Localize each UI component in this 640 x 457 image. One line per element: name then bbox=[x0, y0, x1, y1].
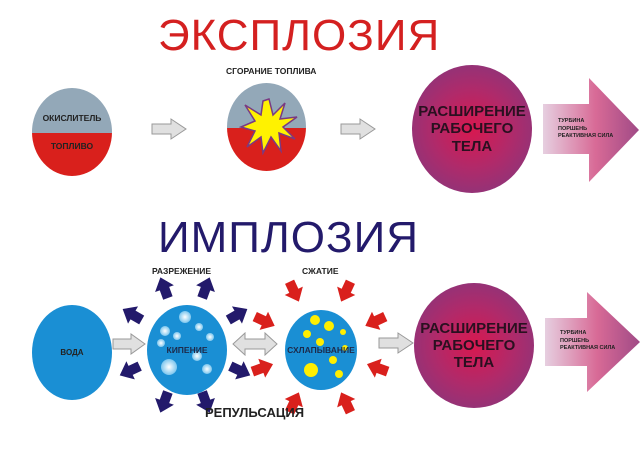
expansion-circle: РАСШИРЕНИЕ РАБОЧЕГО ТЕЛА bbox=[414, 283, 534, 408]
repulsation-caption: РЕПУЛЬСАЦИЯ bbox=[205, 405, 305, 420]
expansion-line3: ТЕЛА bbox=[453, 354, 495, 372]
output-line1: ТУРБИНА bbox=[560, 330, 587, 336]
explosion-burst-icon bbox=[239, 98, 298, 155]
output-line2: ПОРШЕНЬ bbox=[558, 125, 588, 132]
outward-arrows-icon bbox=[119, 277, 251, 413]
rarefaction-caption: РАЗРЕЖЕНИЕ bbox=[152, 266, 211, 276]
collapse-label: СХЛАПЫВАНИЕ bbox=[287, 345, 355, 355]
inward-arrows-icon bbox=[250, 279, 390, 415]
oxidizer-fuel-circle: ОКИСЛИТЕЛЬ ТОПЛИВО bbox=[32, 88, 112, 176]
output-text: ТУРБИНА ПОРШЕНЬ РЕАКТИВНАЯ СИЛА bbox=[560, 330, 615, 353]
double-arrow-icon bbox=[232, 332, 278, 356]
combustion-circle bbox=[227, 83, 306, 171]
boiling-circle: КИПЕНИЕ bbox=[147, 305, 227, 395]
gray-arrow-icon bbox=[151, 118, 187, 140]
combustion-caption: СГОРАНИЕ ТОПЛИВА bbox=[226, 66, 317, 76]
bubbles-icon bbox=[157, 311, 214, 375]
water-circle: ВОДА bbox=[32, 305, 112, 400]
oxidizer-half: ОКИСЛИТЕЛЬ bbox=[32, 88, 112, 133]
expansion-line1: РАСШИРЕНИЕ bbox=[418, 103, 526, 121]
expansion-line1: РАСШИРЕНИЕ bbox=[420, 319, 528, 337]
gray-arrow-icon bbox=[340, 118, 376, 140]
water-label: ВОДА bbox=[60, 348, 84, 357]
output-line2: ПОРШЕНЬ bbox=[560, 337, 590, 344]
gray-arrow-icon bbox=[378, 332, 414, 354]
output-line3: РЕАКТИВНАЯ СИЛА bbox=[560, 345, 616, 352]
output-line3: РЕАКТИВНАЯ СИЛА bbox=[558, 133, 614, 140]
output-line1: ТУРБИНА bbox=[558, 118, 585, 124]
stars-icon bbox=[303, 315, 348, 378]
expansion-circle: РАСШИРЕНИЕ РАБОЧЕГО ТЕЛА bbox=[412, 65, 532, 193]
expansion-line3: ТЕЛА bbox=[451, 137, 493, 155]
expansion-line2: РАБОЧЕГО bbox=[430, 120, 514, 138]
oxidizer-label: ОКИСЛИТЕЛЬ bbox=[42, 112, 102, 123]
compression-caption: СЖАТИЕ bbox=[302, 266, 339, 276]
fuel-half: ТОПЛИВО bbox=[32, 133, 112, 176]
output-arrow-icon bbox=[543, 78, 639, 182]
implosion-title: ИМПЛОЗИЯ bbox=[158, 213, 419, 262]
gray-arrow-icon bbox=[112, 333, 146, 355]
output-text: ТУРБИНА ПОРШЕНЬ РЕАКТИВНАЯ СИЛА bbox=[558, 118, 613, 141]
boiling-label: КИПЕНИЕ bbox=[166, 345, 208, 355]
collapse-circle: СХЛАПЫВАНИЕ bbox=[285, 310, 357, 390]
explosion-title: ЭКСПЛОЗИЯ bbox=[158, 11, 441, 60]
output-arrow-icon bbox=[545, 292, 640, 392]
expansion-line2: РАБОЧЕГО bbox=[432, 336, 516, 354]
fuel-label: ТОПЛИВО bbox=[50, 141, 94, 151]
